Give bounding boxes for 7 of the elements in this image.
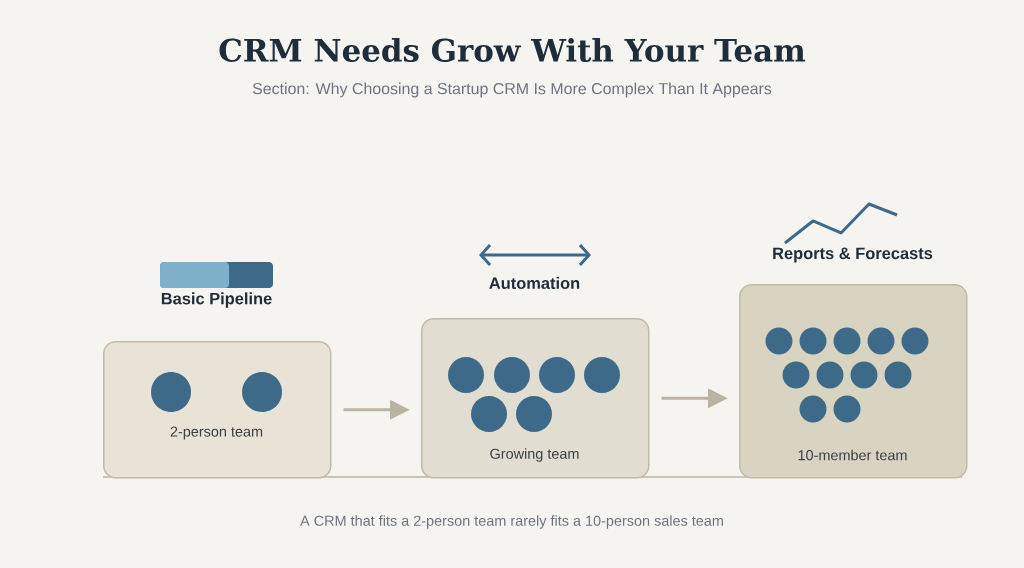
feature-heading: Reports & Forecasts (773, 247, 933, 263)
team-box: 2-person team (103, 341, 332, 479)
subtitle: Section: Why Choosing a Startup CRM Is More Complex Than It Appears (252, 82, 772, 98)
feature-heading: Automation (489, 276, 580, 290)
title: CRM Needs Grow With Your Team (219, 38, 806, 62)
feature-heading: Basic Pipeline (161, 292, 272, 308)
caption: A CRM that fits a 2-person team rarely fits a 10-person sales team (300, 515, 723, 529)
